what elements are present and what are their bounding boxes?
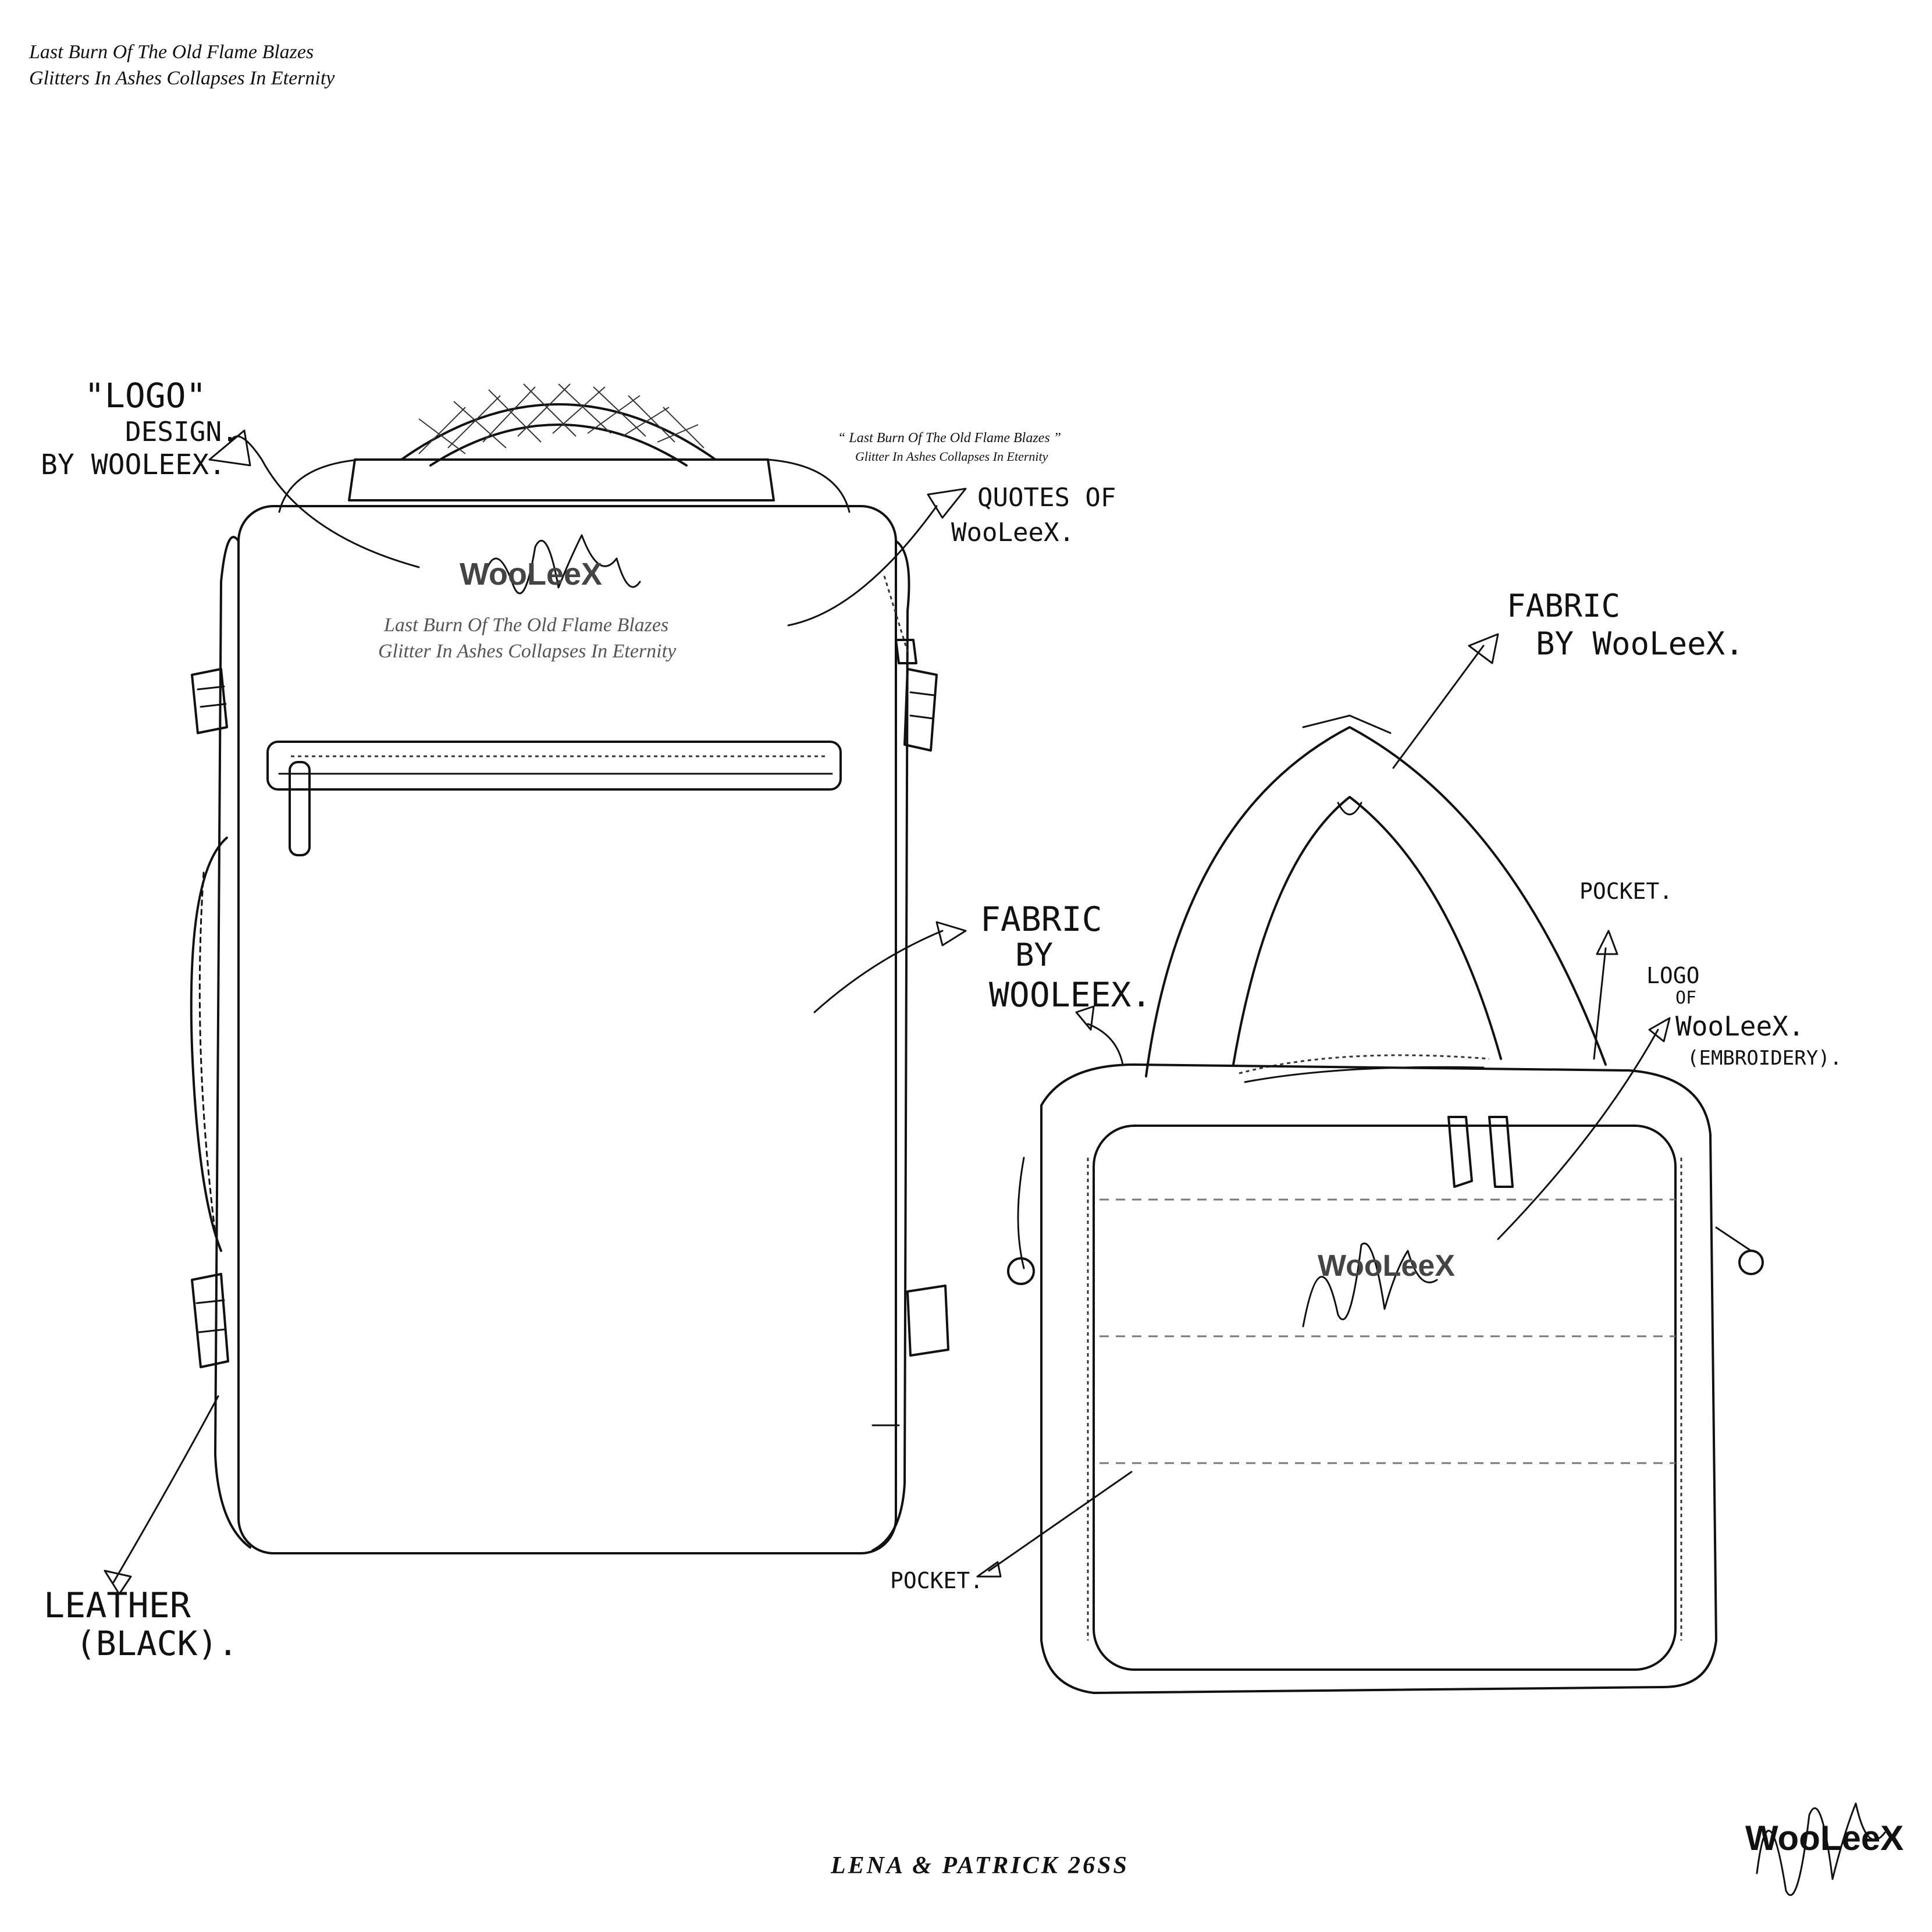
duffel-body [1040,1063,1717,1694]
footer-caption: LENA & PATRICK 26SS [830,1852,1129,1879]
handle-mesh [418,383,705,454]
backpack-quote-line2: Glitter In Ashes Collapses In Eternity [378,641,677,662]
left-buckle-upper [191,668,228,734]
zipper-pull [289,761,311,856]
footer-brand-logo-text: WooLeeX [1745,1819,1903,1858]
label-fabric-backpack-2: BY [1015,937,1053,973]
label-logo-embroidery-2: OF [1675,988,1696,1008]
label-pocket-bottom: POCKET. [890,1568,983,1593]
label-fabric-backpack-3: WOOLEEX. [989,975,1151,1015]
label-logo-design-2: DESIGN. [125,416,238,447]
backpack-signature-scribble [482,534,641,595]
label-quote-small-1: “ Last Burn Of The Old Flame Blazes ” [838,430,1061,446]
backpack-logo: WooLeeX [460,557,602,592]
header-quote-line2: Glitters In Ashes Collapses In Eternity [29,67,335,89]
label-logo-design-1: "LOGO" [84,376,207,415]
label-logo-design-3: BY WOOLEEX. [41,449,226,481]
duffel-logo: WooLeeX [1318,1249,1455,1283]
header-quote: Last Burn Of The Old Flame Blazes Glitte… [29,41,335,89]
label-pocket-top: POCKET. [1579,878,1673,904]
header-quote-line1: Last Burn Of The Old Flame Blazes [29,41,314,63]
duffel-drawing: WooLeeX [1007,714,1764,1694]
label-fabric-duffel-1: FABRIC [1507,588,1620,624]
label-quotes-of-2: WooLeeX. [951,518,1074,547]
front-zip-pocket [266,741,842,791]
label-quote-small-2: Glitter In Ashes Collapses In Eternity [855,449,1048,464]
duffel-handle [1145,726,1607,1077]
backpack-drawing: WooLeeX Last Burn Of The Old Flame Blaze… [190,383,949,1554]
footer-brand-logo: WooLeeX [1745,1802,1903,1896]
duffel-front-pocket [1093,1125,1677,1671]
annotation-arrows [104,429,1671,1595]
backpack-front-panel [237,505,897,1554]
label-fabric-backpack-1: FABRIC [980,899,1102,939]
duffel-signature-scribble [1302,1242,1438,1328]
label-logo-embroidery-3: WooLeeX. [1675,1011,1805,1042]
label-logo-embroidery-4: (EMBROIDERY). [1687,1047,1842,1070]
label-fabric-duffel-2: BY WooLeeX. [1536,625,1744,662]
label-leather-1: LEATHER [44,1585,191,1626]
label-leather-2: (BLACK). [76,1624,238,1663]
right-buckle-upper [903,668,938,752]
left-buckle-lower [191,1273,229,1368]
label-quotes-of-1: QUOTES OF [977,483,1116,513]
backpack-quote-line1: Last Burn Of The Old Flame Blazes [383,614,668,636]
label-logo-embroidery-1: LOGO [1646,963,1700,988]
annotation-labels: "LOGO" DESIGN. BY WOOLEEX. “ Last Burn O… [41,376,1842,1663]
